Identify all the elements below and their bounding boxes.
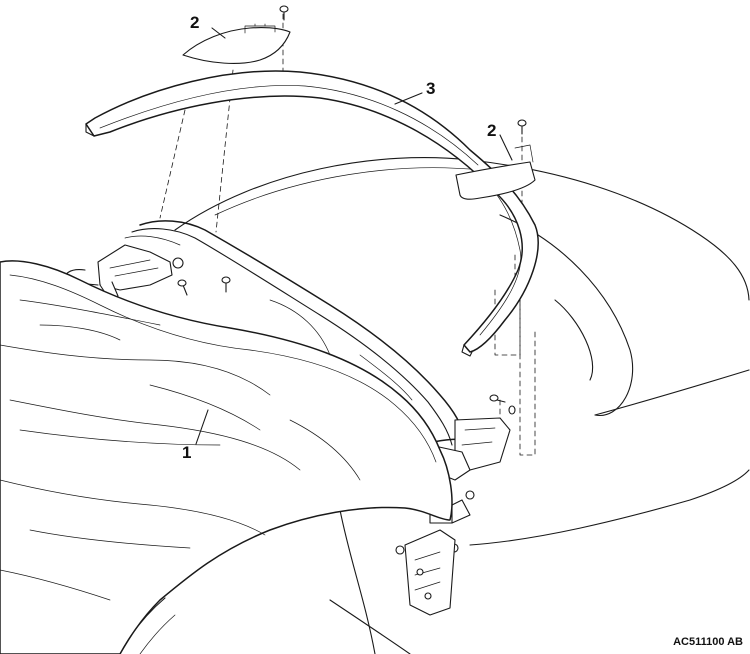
- part-3-header-seal: [85, 70, 539, 357]
- figure-reference-code: AC511100 AB: [673, 636, 743, 648]
- part-2-trim-panel-right: [455, 144, 536, 200]
- callout-2-right: 2: [487, 121, 496, 140]
- screw-icon: [279, 5, 289, 21]
- leader-lines: [195, 27, 513, 445]
- callout-2-top: 2: [190, 13, 199, 32]
- car-body-outline: [0, 156, 750, 654]
- screw-icon: [517, 119, 527, 135]
- callout-3: 3: [426, 79, 435, 98]
- callout-labels: 2 3 2 1: [182, 13, 496, 462]
- part-1-soft-top-cover: [0, 260, 453, 654]
- part-2-trim-panel-top: [182, 23, 291, 64]
- callout-1: 1: [182, 443, 191, 462]
